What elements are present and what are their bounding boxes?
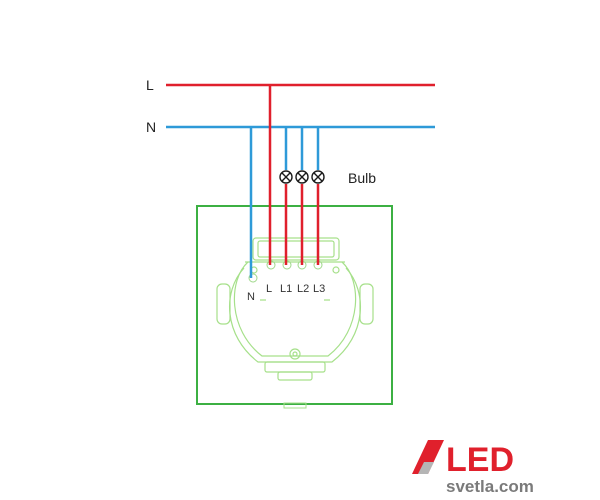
bulb-1-icon — [279, 170, 293, 184]
logo-brand: LED — [446, 441, 514, 479]
terminal-label-l1: L1 — [280, 283, 292, 295]
terminal-label-n: N — [247, 291, 255, 303]
terminal-label-l: L — [266, 283, 272, 295]
line-label: L — [146, 77, 154, 93]
ledsvetla-logo: LED svetla.com — [412, 440, 534, 496]
switch-plate — [196, 205, 393, 405]
logo-domain: svetla.com — [446, 477, 534, 496]
plate-bottom-tab — [283, 402, 307, 409]
switch-mechanism — [216, 237, 374, 381]
terminal-label-l2: L2 — [297, 283, 309, 295]
bulb-3-icon — [311, 170, 325, 184]
bulb-2-icon — [295, 170, 309, 184]
neutral-label: N — [146, 119, 156, 135]
logo-mark-icon — [412, 440, 444, 474]
bulb-label: Bulb — [348, 170, 376, 186]
terminal-label-l3: L3 — [313, 283, 325, 295]
